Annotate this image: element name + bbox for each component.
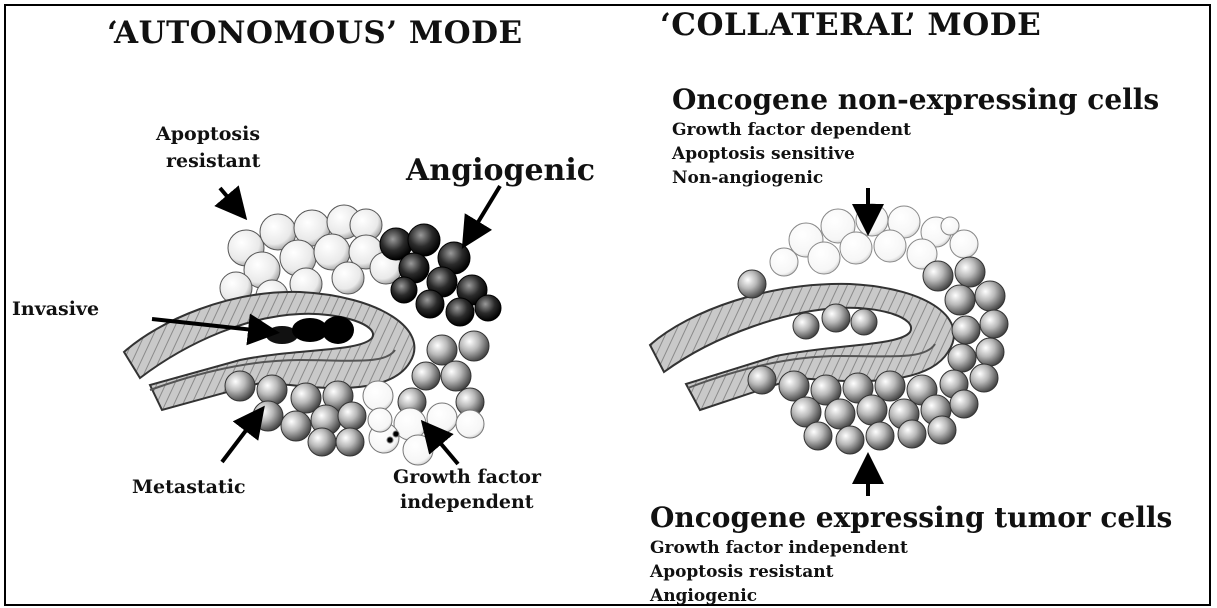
invasive-cells bbox=[266, 316, 354, 344]
nonexpressing-item-3: Non-angiogenic bbox=[672, 166, 823, 190]
label-invasive: Invasive bbox=[12, 300, 99, 319]
collateral-title: ‘COLLATERAL’ MODE bbox=[660, 10, 1041, 41]
expressing-item-3: Angiogenic bbox=[650, 584, 757, 608]
arrow-metastatic bbox=[222, 412, 260, 462]
expressing-heading: Oncogene expressing tumor cells bbox=[650, 504, 1172, 532]
label-apoptosis-line1: Apoptosis bbox=[156, 125, 260, 144]
label-growth-line1: Growth factor bbox=[393, 468, 541, 487]
nonexpressing-item-1: Growth factor dependent bbox=[672, 118, 911, 142]
label-growth-line2: independent bbox=[400, 493, 534, 512]
arrow-apoptosis bbox=[220, 188, 242, 214]
arrow-angiogenic bbox=[466, 186, 500, 242]
expressing-item-1: Growth factor independent bbox=[650, 536, 908, 560]
nonexpressing-item-2: Apoptosis sensitive bbox=[672, 142, 855, 166]
label-apoptosis-line2: resistant bbox=[166, 152, 260, 171]
expressing-item-2: Apoptosis resistant bbox=[650, 560, 833, 584]
collateral-tumor bbox=[650, 188, 1008, 496]
autonomous-title: ‘AUTONOMOUS’ MODE bbox=[107, 18, 523, 49]
autonomous-tumor bbox=[124, 186, 501, 465]
nonexpressing-heading: Oncogene non-expressing cells bbox=[672, 86, 1159, 114]
label-metastatic: Metastatic bbox=[132, 478, 246, 497]
label-angiogenic: Angiogenic bbox=[406, 156, 595, 186]
